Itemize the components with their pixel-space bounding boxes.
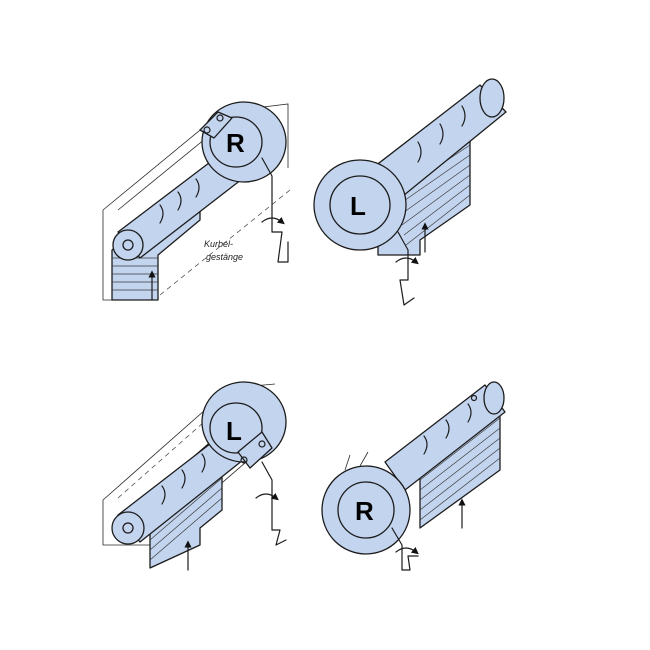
- roller-shaft: [111, 429, 249, 545]
- panel-bottom-right: R: [321, 381, 506, 571]
- svg-text:Kurbel-: Kurbel-: [204, 239, 233, 249]
- side-label: R: [226, 128, 245, 158]
- screw-icon: [470, 394, 478, 402]
- crank-rod: [391, 527, 419, 571]
- screw-icon: [240, 456, 248, 464]
- gear-disk: R: [199, 101, 287, 183]
- screw-icon: [258, 440, 266, 448]
- svg-text:gestänge: gestänge: [206, 252, 243, 262]
- rotation-arrow-icon: [395, 256, 419, 265]
- rotation-arrow-icon: [395, 546, 419, 555]
- roller-shaft: [369, 78, 507, 201]
- shaft-end-icon: [122, 239, 134, 251]
- panel-top-right: L: [313, 78, 507, 306]
- rotation-arrow-icon: [255, 492, 279, 501]
- gear-disk: L: [201, 381, 287, 469]
- rotation-arrow-icon: [261, 216, 285, 225]
- crank-rod: [261, 157, 289, 263]
- crank-annotation: Kurbel- gestänge: [204, 239, 243, 262]
- panel-bottom-left: L: [102, 381, 287, 571]
- shaft-end-icon: [122, 522, 134, 534]
- side-label: L: [350, 191, 366, 221]
- crank-rod: [395, 231, 419, 306]
- gear-disk: L: [313, 159, 407, 251]
- screw-icon: [203, 126, 211, 134]
- screw-icon: [216, 114, 224, 122]
- panel-top-left: R Kurbel- gestänge: [102, 101, 291, 301]
- side-label: L: [226, 416, 242, 446]
- side-label: R: [355, 496, 374, 526]
- crank-rod: [255, 461, 287, 546]
- gear-disk: R: [321, 451, 411, 555]
